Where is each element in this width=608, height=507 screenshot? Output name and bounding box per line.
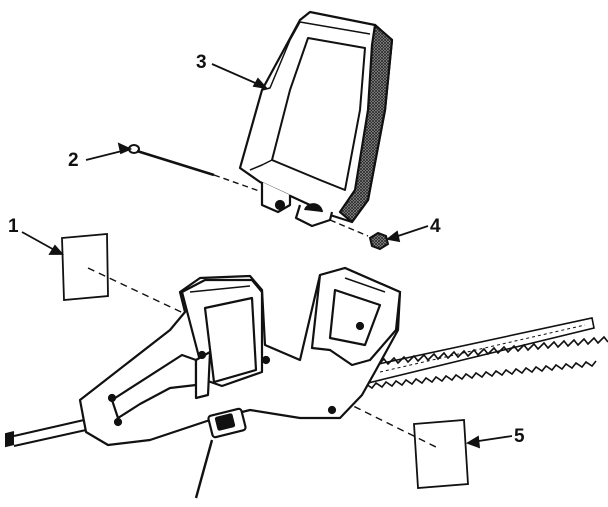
callout-1-label: 1 xyxy=(8,216,19,237)
trimmer-housing xyxy=(78,266,402,447)
bolt xyxy=(128,144,263,193)
front-handle-guard xyxy=(238,10,394,228)
power-cord xyxy=(5,419,214,499)
callout-5-label: 5 xyxy=(514,426,525,447)
decal-1-leader xyxy=(87,267,199,321)
callout-3-arrow xyxy=(211,63,269,90)
decal-label-5 xyxy=(413,419,469,489)
nut xyxy=(329,219,390,251)
callout-1-arrow xyxy=(21,231,64,255)
callout-4-arrow xyxy=(385,225,429,243)
callout-2-label: 2 xyxy=(68,150,79,171)
callout-4-label: 4 xyxy=(430,216,441,237)
callout-3-label: 3 xyxy=(196,52,207,73)
callout-2-arrow xyxy=(85,142,133,161)
callout-5-arrow xyxy=(465,435,513,449)
decal-label-1 xyxy=(61,233,109,301)
